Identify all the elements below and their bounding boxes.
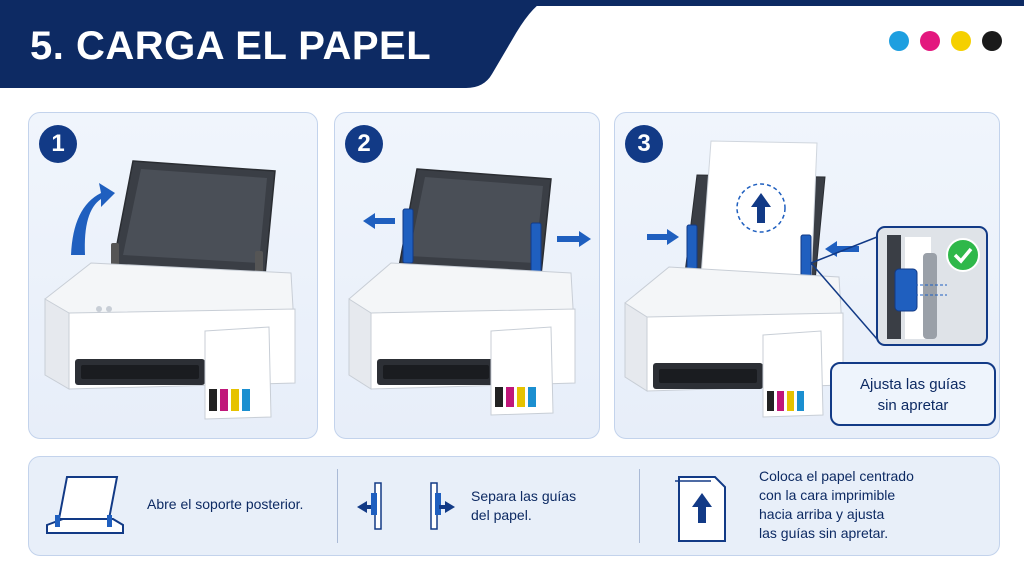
paper-up-icon: [675, 476, 726, 542]
summary-text-3: Coloca el papel centrado con la cara imp…: [759, 467, 914, 543]
title-band: 5. CARGA EL PAPEL: [0, 0, 1024, 90]
callout-line-2: sin apretar: [877, 397, 949, 414]
step-number-3: 3: [625, 125, 663, 163]
ink-color-dots: [889, 31, 1002, 51]
ink-dot-yellow: [951, 31, 971, 51]
page-title: 5. CARGA EL PAPEL: [30, 24, 432, 68]
summary-text-1: Abre el soporte posterior.: [147, 495, 303, 514]
title-band-shape: [0, 0, 1024, 88]
up-arrow-icon: [751, 193, 771, 223]
ink-dot-black: [982, 31, 1002, 51]
ink-dot-cyan: [889, 31, 909, 51]
step-panel-3: 3: [614, 112, 1000, 439]
curved-arrow-icon: [71, 183, 115, 255]
step-number-2: 2: [345, 125, 383, 163]
arrow-left-icon: [363, 213, 395, 229]
printer-illustration-2: [348, 168, 591, 416]
summary-3-line-4: las guías sin apretar.: [759, 525, 889, 541]
step-panel-2: 2: [334, 112, 600, 439]
summary-2-line-1: Separa las guías: [471, 488, 577, 504]
summary-strip: Abre el soporte posterior. Separa las gu…: [28, 456, 1000, 556]
summary-text-2: Separa las guías del papel.: [471, 487, 576, 525]
summary-1-line-1: Abre el soporte posterior.: [147, 496, 304, 512]
summary-3-line-1: Coloca el papel centrado: [759, 468, 914, 484]
summary-3-line-2: con la cara imprimible: [759, 487, 896, 503]
ink-dot-magenta: [920, 31, 940, 51]
printer-illustration-1: [44, 160, 296, 420]
summary-2-line-2: del papel.: [471, 507, 532, 523]
summary-divider-2: [639, 469, 640, 543]
check-icon: [946, 238, 980, 272]
paper-support-icon: [46, 476, 124, 534]
callout-line-1: Ajusta las guías: [860, 376, 966, 393]
summary-divider-1: [337, 469, 338, 543]
guide-callout: Ajusta las guías sin apretar: [830, 362, 996, 426]
printer-illustration-3: [624, 140, 988, 418]
arrow-right-icon: [647, 229, 679, 245]
arrow-right-icon: [557, 231, 591, 247]
step-number-1: 1: [39, 125, 77, 163]
summary-3-line-3: hacia arriba y ajusta: [759, 506, 885, 522]
step-panel-1: 1: [28, 112, 318, 439]
paper-guides-icon: [357, 482, 455, 530]
arrow-left-icon: [825, 241, 859, 257]
